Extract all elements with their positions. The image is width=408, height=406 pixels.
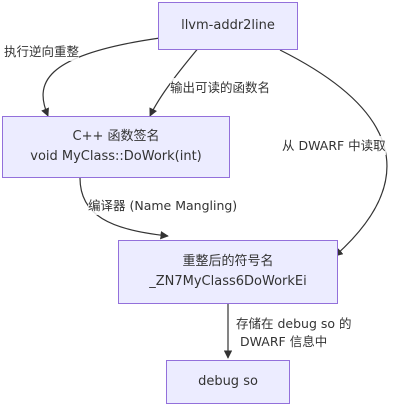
- node-debug-so: debug so: [166, 360, 290, 404]
- node-mangled-symbol: 重整后的符号名 _ZN7MyClass6DoWorkEi: [118, 240, 338, 304]
- node-llvm-addr2line-label: llvm-addr2line: [181, 18, 275, 33]
- node-mangled-symbol-line2: _ZN7MyClass6DoWorkEi: [149, 274, 307, 289]
- edge-label-store-line1: 存储在 debug so 的: [236, 314, 352, 333]
- node-llvm-addr2line: llvm-addr2line: [158, 2, 298, 50]
- edge-label-compiler: 编译器 (Name Mangling): [88, 196, 238, 215]
- edge-label-demangle: 执行逆向重整: [4, 42, 80, 61]
- node-cpp-signature: C++ 函数签名 void MyClass::DoWork(int): [2, 116, 230, 178]
- edge-label-read-dwarf: 从 DWARF 中读取: [282, 136, 386, 155]
- edge-label-store-line2: DWARF 信息中: [240, 332, 328, 351]
- edge-compiler: [79, 177, 169, 240]
- node-mangled-symbol-line1: 重整后的符号名: [182, 254, 274, 269]
- node-cpp-signature-line2: void MyClass::DoWork(int): [30, 149, 202, 164]
- edge-demangle: [41, 37, 161, 117]
- node-debug-so-label: debug so: [198, 374, 258, 389]
- edge-label-output: 输出可读的函数名: [170, 78, 271, 97]
- node-cpp-signature-line1: C++ 函数签名: [72, 129, 160, 144]
